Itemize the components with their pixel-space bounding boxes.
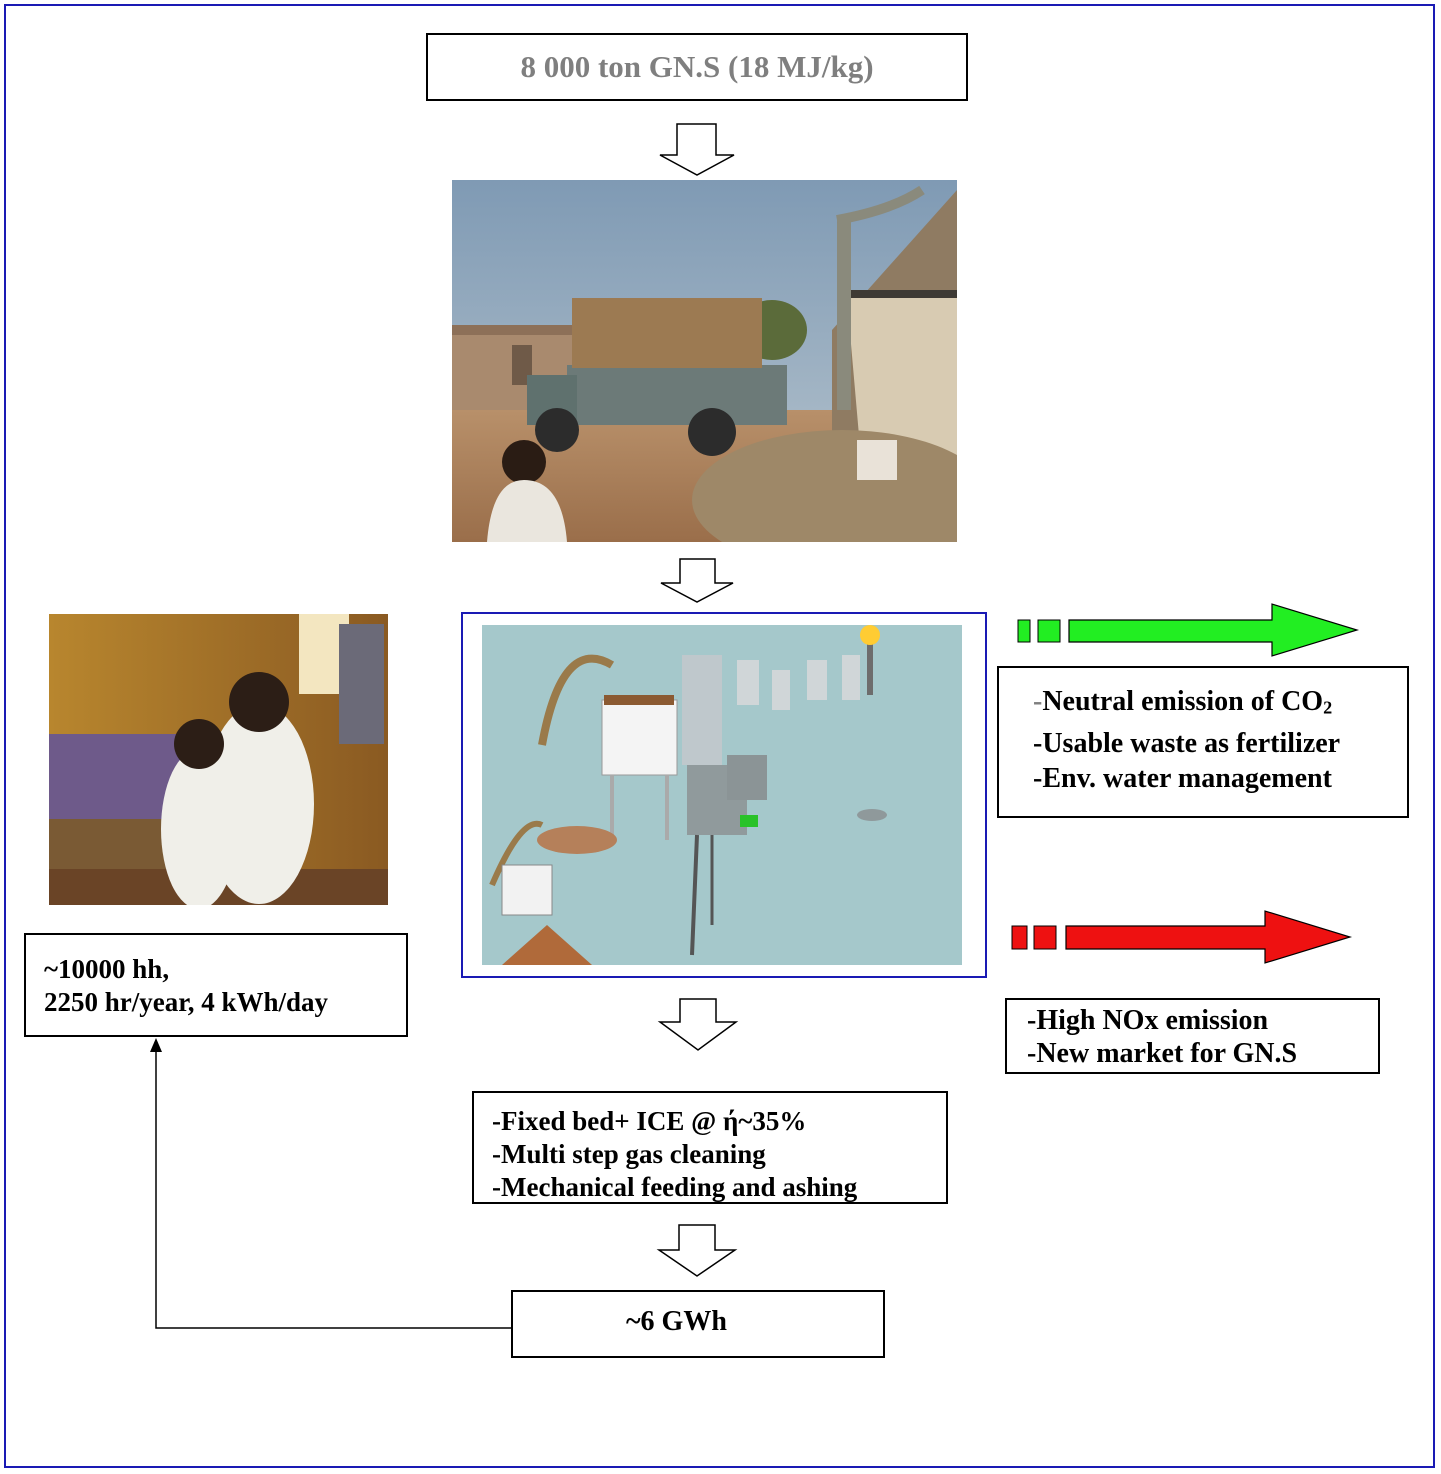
page-frame: [4, 4, 1435, 1468]
co2-subscript: 2: [1323, 697, 1333, 718]
positive-line-1-dash: -: [1033, 686, 1043, 717]
energy-output-text: ~6 GWh: [626, 1306, 727, 1337]
household-line-1: ~10000 hh,: [44, 954, 170, 984]
negative-effects-box: -High NOx emission -New market for GN.S: [1005, 998, 1380, 1074]
positive-line-1-text: Neutral emission of CO: [1042, 686, 1324, 717]
truck-loading-photo: [452, 180, 957, 542]
positive-effects-box: -Neutral emission of CO2 -Usable waste a…: [997, 666, 1409, 818]
process-specs-box: -Fixed bed+ ICE @ ή~35% -Multi step gas …: [472, 1091, 948, 1204]
process-line-1: -Fixed bed+ ICE @ ή~35%: [492, 1106, 807, 1136]
positive-line-1: -Neutral emission of CO2: [1033, 684, 1407, 726]
children-household-photo: [49, 614, 388, 905]
negative-line-2: -New market for GN.S: [1027, 1038, 1298, 1069]
process-line-2: -Multi step gas cleaning: [492, 1139, 766, 1169]
input-box: 8 000 ton GN.S (18 MJ/kg): [426, 33, 968, 101]
household-line-2: 2250 hr/year, 4 kWh/day: [44, 987, 329, 1017]
negative-line-1: -High NOx emission: [1027, 1005, 1269, 1036]
gasifier-illustration-frame: [461, 612, 987, 978]
gasifier-plant-illustration: [482, 625, 962, 965]
input-box-text: 8 000 ton GN.S (18 MJ/kg): [520, 49, 874, 84]
energy-output-box: ~6 GWh: [511, 1290, 885, 1358]
positive-line-3: -Env. water management: [1033, 762, 1332, 794]
process-line-3: -Mechanical feeding and ashing: [492, 1172, 858, 1202]
positive-line-2: -Usable waste as fertilizer: [1033, 727, 1341, 759]
household-box: ~10000 hh, 2250 hr/year, 4 kWh/day: [24, 933, 408, 1037]
